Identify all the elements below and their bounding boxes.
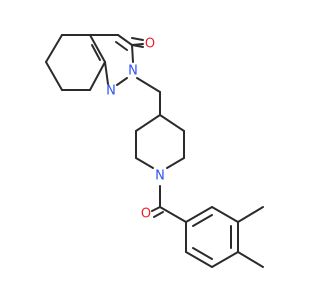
bond <box>159 206 187 223</box>
bond <box>89 61 106 91</box>
bond <box>115 41 128 51</box>
piperidine-ring <box>135 114 185 169</box>
bond <box>192 214 213 227</box>
bond <box>135 114 161 132</box>
bond <box>159 114 185 132</box>
atom-label-nitrogen: N <box>128 64 138 79</box>
bond <box>45 61 63 91</box>
atom-label-oxygen: O <box>141 207 151 222</box>
bond <box>91 44 101 61</box>
bond <box>116 77 128 86</box>
atom-labels: O N N N O <box>106 37 165 222</box>
bond <box>117 34 133 46</box>
bond <box>104 61 109 85</box>
bond <box>166 157 185 169</box>
bond <box>211 251 239 268</box>
bond <box>185 251 213 268</box>
cinnolinone-ring <box>89 34 144 91</box>
methyl-groups <box>237 206 264 268</box>
bond <box>192 247 213 260</box>
bond <box>237 251 264 268</box>
bond <box>131 44 134 63</box>
structure-diagram: O N N N O <box>45 34 264 268</box>
atom-label-nitrogen: N <box>155 169 165 184</box>
amide-group <box>151 185 187 223</box>
bond <box>89 34 106 63</box>
benzene-ring <box>185 206 239 268</box>
atom-label-nitrogen: N <box>106 84 116 99</box>
bond <box>185 206 213 223</box>
cyclohexane-ring <box>45 34 91 91</box>
molecule-drawing: O N N N O <box>45 34 264 268</box>
bond <box>151 206 161 212</box>
ketone-group <box>131 37 144 48</box>
atom-label-oxygen: O <box>145 37 155 52</box>
bond <box>131 37 144 41</box>
bond <box>136 77 161 93</box>
bond <box>153 211 164 218</box>
bond <box>135 157 154 169</box>
bond <box>45 34 63 63</box>
methylene-linker <box>136 77 161 116</box>
bond <box>131 44 144 48</box>
bond <box>237 206 264 223</box>
bond <box>211 206 239 223</box>
